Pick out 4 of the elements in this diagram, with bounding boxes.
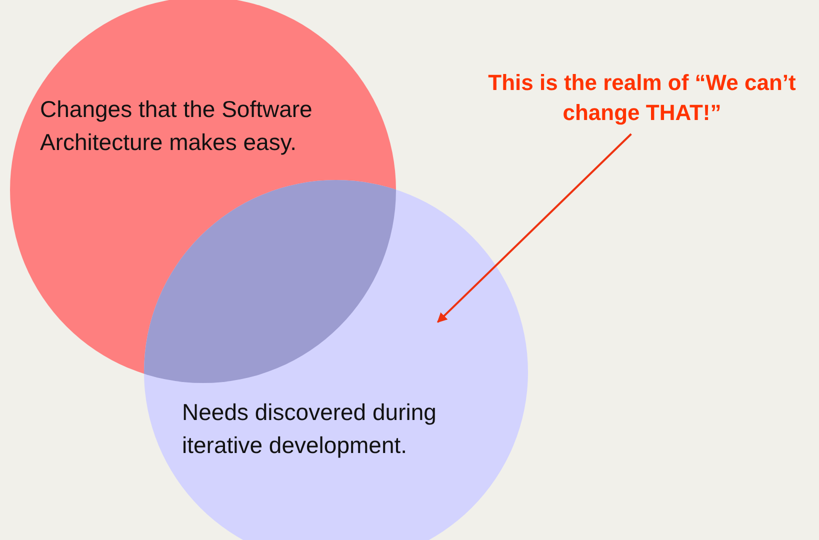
circle-label: Changes that the Software Architecture makes easy. [40, 95, 314, 157]
circle-label: Needs discovered during iterative development. [182, 398, 438, 460]
callout-text: This is the realm of “We can’t change THAT!” [487, 69, 797, 127]
arrow [437, 133, 632, 323]
